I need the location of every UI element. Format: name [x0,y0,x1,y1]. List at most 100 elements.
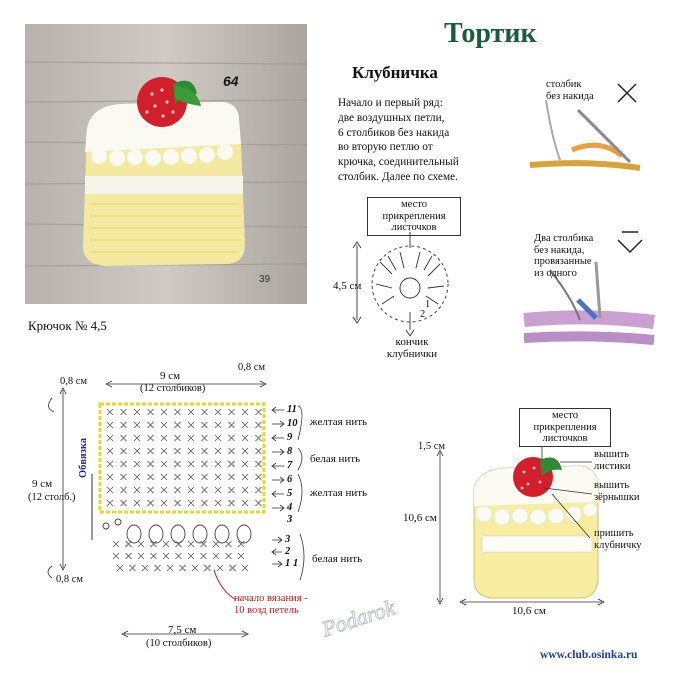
stitch-mark [237,552,245,560]
stitch-mark [174,447,181,455]
stitch-mark [147,408,154,416]
page-title: Тортик [444,18,537,49]
assembly-sew-strawberry: пришить клубничку [594,528,642,551]
site-url[interactable]: www.club.osinka.ru [540,649,638,661]
strawberry-size: 4,5 см [333,280,362,292]
stitch-mark [241,473,249,481]
cake-photo-image: 64 39 [25,24,307,304]
stitch-mark [175,552,182,560]
stitch-mark [237,540,245,548]
stitch-mark [129,564,136,572]
stitch-mark [147,499,154,507]
stitch-mark [214,460,222,468]
row-10: 10 [287,418,298,429]
stitch-mark [187,434,195,442]
stitch-mark [187,460,195,468]
cake-photo: 64 39 [25,24,307,304]
stitch-mark [214,499,222,507]
stitch-mark [225,552,232,560]
stitch-mark [228,473,235,481]
stitch-mark [187,421,195,429]
stitch-mark [214,473,222,481]
stitch-mark [147,473,154,481]
stitch-mark [255,434,262,442]
stitch-mark [187,499,195,507]
stitch-mark [201,473,208,481]
stitch-mark [228,408,235,416]
row-5: 5 [287,488,293,499]
row-3-lower: 3 [285,534,291,545]
stitch-mark [187,540,195,548]
stitch-mark [116,564,124,572]
color-white-bottom: белая нить [312,553,363,565]
stitch-mark [255,486,262,494]
stitch-mark [137,540,145,548]
stitch-mark [133,460,141,468]
instruction-line: 6 столбиков без накида [338,126,450,139]
stitch-mark [160,434,168,442]
stitch-mark [204,564,211,572]
stitch-mark [214,434,222,442]
stitch-mark [160,486,168,494]
stitch-mark [147,421,154,429]
stitch-mark [255,447,262,455]
stitch-mark [241,564,249,572]
strawberry-attach-label: место прикрепления листочков [367,197,461,236]
stitch-mark [162,552,170,560]
stitch-mark [106,473,114,481]
row-9: 9 [287,432,293,443]
stitch-mark [147,447,154,455]
row-7: 7 [287,460,293,471]
stitch-mark [160,499,168,507]
instruction-line: крючка, соединительный [338,156,459,169]
stitch-mark [133,499,141,507]
chart-bottom-stitches: (10 столбиков) [146,638,212,649]
stitch-mark [125,552,132,560]
stitch-mark [174,434,181,442]
chart-top-margin-right: 0,8 см [238,362,266,373]
stitch-mark [255,460,262,468]
stitch-mark [214,447,222,455]
stitch-mark [191,564,199,572]
stitch-mark [255,499,262,507]
stitch-mark [174,421,181,429]
assembly-top-size: 1,5 см [418,441,446,452]
stitch-mark [160,460,168,468]
stitch-mark [162,540,170,548]
chart-height: 9 см [32,478,53,490]
stitch-mark [201,447,208,455]
stitch-mark [174,499,181,507]
row-2: 2 [285,546,291,557]
legend-sc-label: столбик без накида [546,79,594,102]
stitch-mark [112,540,120,548]
stitch-mark [187,408,195,416]
stitch-mark [214,408,222,416]
stitch-mark [166,564,174,572]
stitch-mark [201,499,208,507]
assembly-embroider-seeds: вышить зёрнышки [594,480,640,503]
row-3-upper: 3 [287,514,293,525]
stitch-mark [241,421,249,429]
stitch-mark [160,447,168,455]
cake-chart [47,380,305,638]
chart-height-stitches: (12 столб.) [28,492,76,503]
stitch-mark [120,447,127,455]
stitch-mark [201,421,208,429]
stitch-mark [216,564,224,572]
stitch-mark [112,552,120,560]
stitch-mark [120,408,127,416]
stitch-mark [141,564,149,572]
stitch-mark [214,421,222,429]
stitch-mark [241,434,249,442]
stitch-mark [201,486,208,494]
stitch-mark [120,421,127,429]
stitch-mark [187,552,195,560]
stitch-mark [174,408,181,416]
stitch-mark [133,486,141,494]
chart-top-width: 9 см [160,370,181,382]
assembly-illustration [436,444,605,606]
chart-scallops [102,518,252,544]
legend-dc-label: Два столбика без накида, провязанные из … [534,233,594,279]
instruction-line: две воздушных петли, [338,111,445,124]
